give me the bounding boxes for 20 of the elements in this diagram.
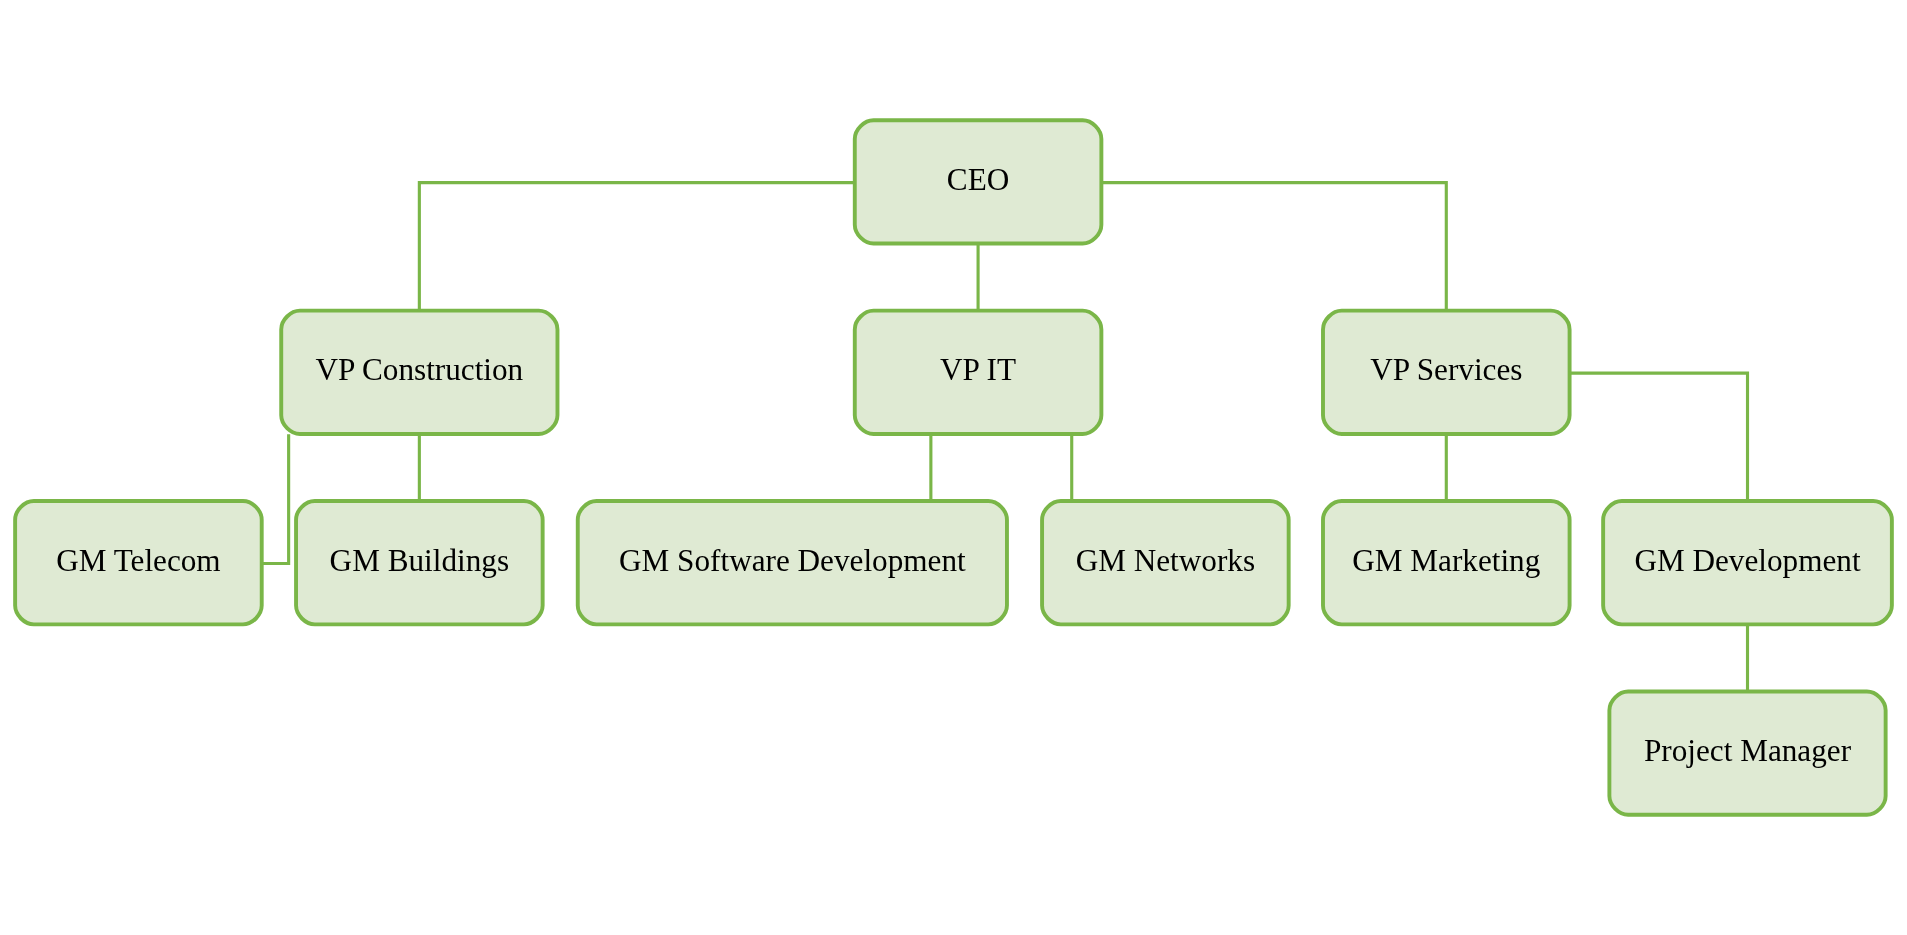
connector	[1070, 434, 1074, 501]
connector	[1444, 434, 1448, 501]
node-box: CEO	[852, 118, 1104, 246]
node-box: VP Construction	[279, 308, 560, 436]
connector	[976, 243, 980, 311]
connector	[1569, 371, 1750, 501]
connector	[417, 434, 421, 501]
connector	[1745, 624, 1750, 691]
node-box: GM Software Development	[575, 499, 1009, 627]
node-box: GM Buildings	[294, 499, 545, 627]
node-box: VP IT	[852, 308, 1104, 436]
node-box: GM Marketing	[1321, 499, 1572, 627]
node-box: GM Networks	[1040, 499, 1291, 627]
connector	[929, 434, 933, 501]
node-box: GM Telecom	[13, 499, 264, 627]
node-box: VP Services	[1321, 308, 1572, 436]
node-box: Project Manager	[1607, 689, 1888, 817]
connector	[1101, 181, 1448, 311]
connector	[417, 181, 855, 311]
node-box: GM Development	[1601, 499, 1894, 627]
